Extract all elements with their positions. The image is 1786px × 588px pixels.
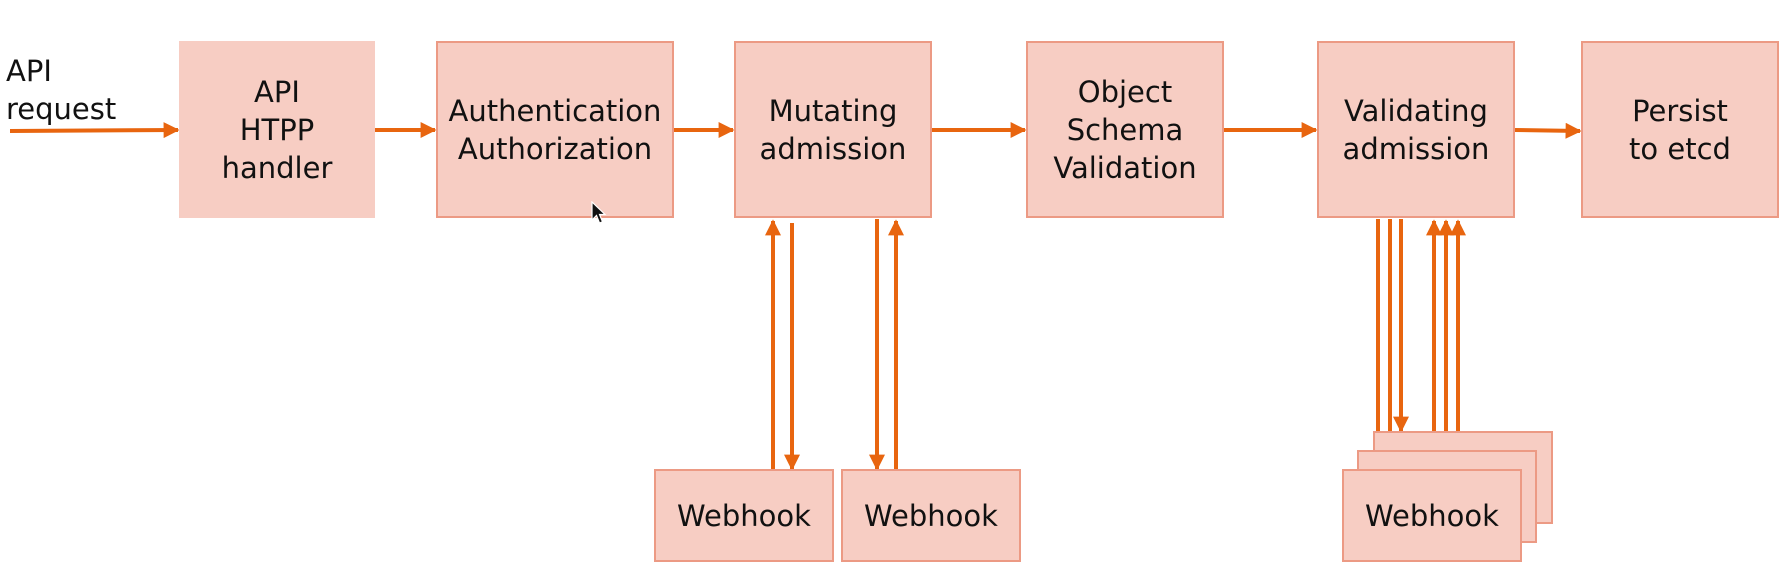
stage-mutating-admission: Mutating admission [734, 41, 932, 218]
arrow-validating-to-persist [1514, 122, 1582, 139]
stage-persist-to-etcd: Persist to etcd [1581, 41, 1779, 218]
mutating-webhook-2: Webhook [841, 469, 1021, 562]
flow-arrows [9, 122, 1582, 139]
api-request-label: API request [6, 54, 117, 126]
mutating-webhook-arrows [765, 219, 904, 471]
stage-authentication-authorization: Authentication Authorization [436, 41, 674, 218]
stage-api-http-handler: API HTPP handler [179, 41, 375, 218]
validating-webhook-stack-front: Webhook [1342, 469, 1522, 562]
stage-object-schema-validation: Object Schema Validation [1026, 41, 1224, 218]
mouse-pointer-icon [591, 201, 607, 224]
mutating-webhook-1: Webhook [654, 469, 834, 562]
arrow-request-to-handler [9, 122, 180, 139]
stage-validating-admission: Validating admission [1317, 41, 1515, 218]
validating-webhook-arrows [1370, 219, 1466, 471]
